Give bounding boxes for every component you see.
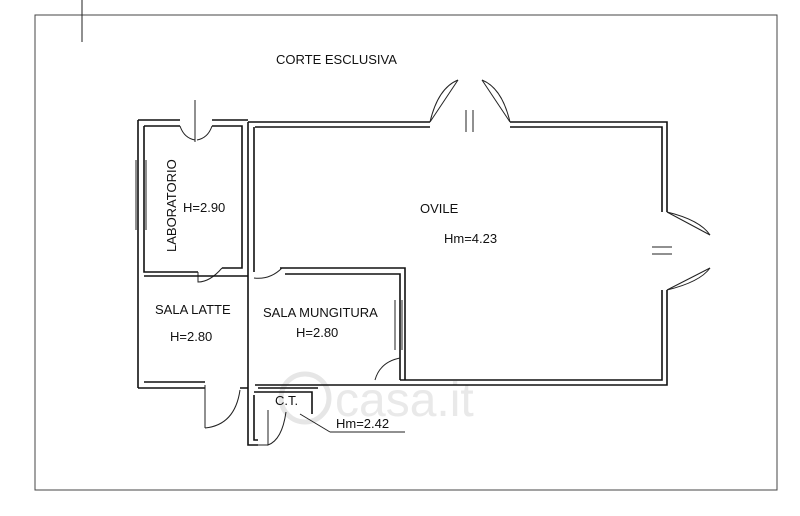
lab-bottom-door	[197, 267, 223, 283]
lab-top-door	[179, 100, 213, 142]
watermark-text: casa.it	[335, 374, 474, 427]
sheepfold-right-door	[652, 211, 711, 291]
milking-room-label: SALA MUNGITURA	[263, 305, 378, 320]
watermark: casa.it	[278, 371, 474, 427]
lab-walls	[135, 119, 248, 388]
milk-room-walls	[138, 270, 249, 395]
lab-height: H=2.90	[183, 200, 225, 215]
sheepfold-label: OVILE	[420, 201, 459, 216]
yard-label: CORTE ESCLUSIVA	[276, 52, 397, 67]
ct-height: Hm=2.42	[336, 416, 389, 431]
ct-label: C.T.	[275, 393, 298, 408]
milk-room-label: SALA LATTE	[155, 302, 231, 317]
milking-room-height: H=2.80	[296, 325, 338, 340]
milk-room-height: H=2.80	[170, 329, 212, 344]
sheepfold-height: Hm=4.23	[444, 231, 497, 246]
milking-room-walls	[253, 267, 406, 381]
sheet-border	[34, 14, 778, 491]
sheepfold-walls	[247, 121, 668, 386]
lab-label: LABORATORIO	[164, 159, 179, 252]
milk-room-door	[204, 385, 241, 429]
sheepfold-top-door	[429, 79, 511, 132]
ct-walls	[247, 387, 405, 446]
